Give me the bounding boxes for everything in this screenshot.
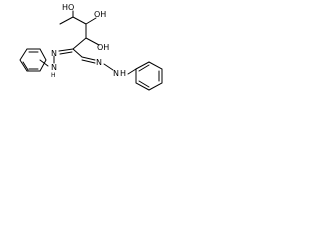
label-ho-top-left: HO [62,3,74,12]
chemical-structure-diagram: HO OH OH N N H N N H [19,3,163,91]
bond-c1-n-double-b [81,59,96,64]
bond-c3-oh [85,37,100,46]
bond-c4-oh [85,17,97,25]
label-nh-left-h: H [51,72,56,79]
label-n-imine-left: N [51,49,57,58]
structure-canvas: HO OH OH N N H N N H [0,0,189,111]
phenyl-ring-left [19,48,47,72]
label-oh-mid: OH [97,43,109,52]
bond-ch3-c5 [59,16,74,25]
bond-c2-n-double-b [59,51,73,55]
bond-c2-n-double-a [58,48,74,52]
bond-n-nh-right [103,63,114,71]
bond-c5-c4 [72,16,87,25]
label-n-imine-right: N [96,58,102,67]
bond-nh-phenyl-right [127,68,137,75]
bond-c1-n-double-a [81,56,96,61]
phenyl-ring-right [135,61,163,91]
label-nh-right-h: H [120,69,126,78]
bond-c3-c2 [72,37,87,50]
label-oh-top-right: OH [94,10,106,19]
label-nh-left-n: N [51,63,57,72]
bond-c2-c1 [72,48,83,58]
label-nh-right-n: N [113,69,119,78]
